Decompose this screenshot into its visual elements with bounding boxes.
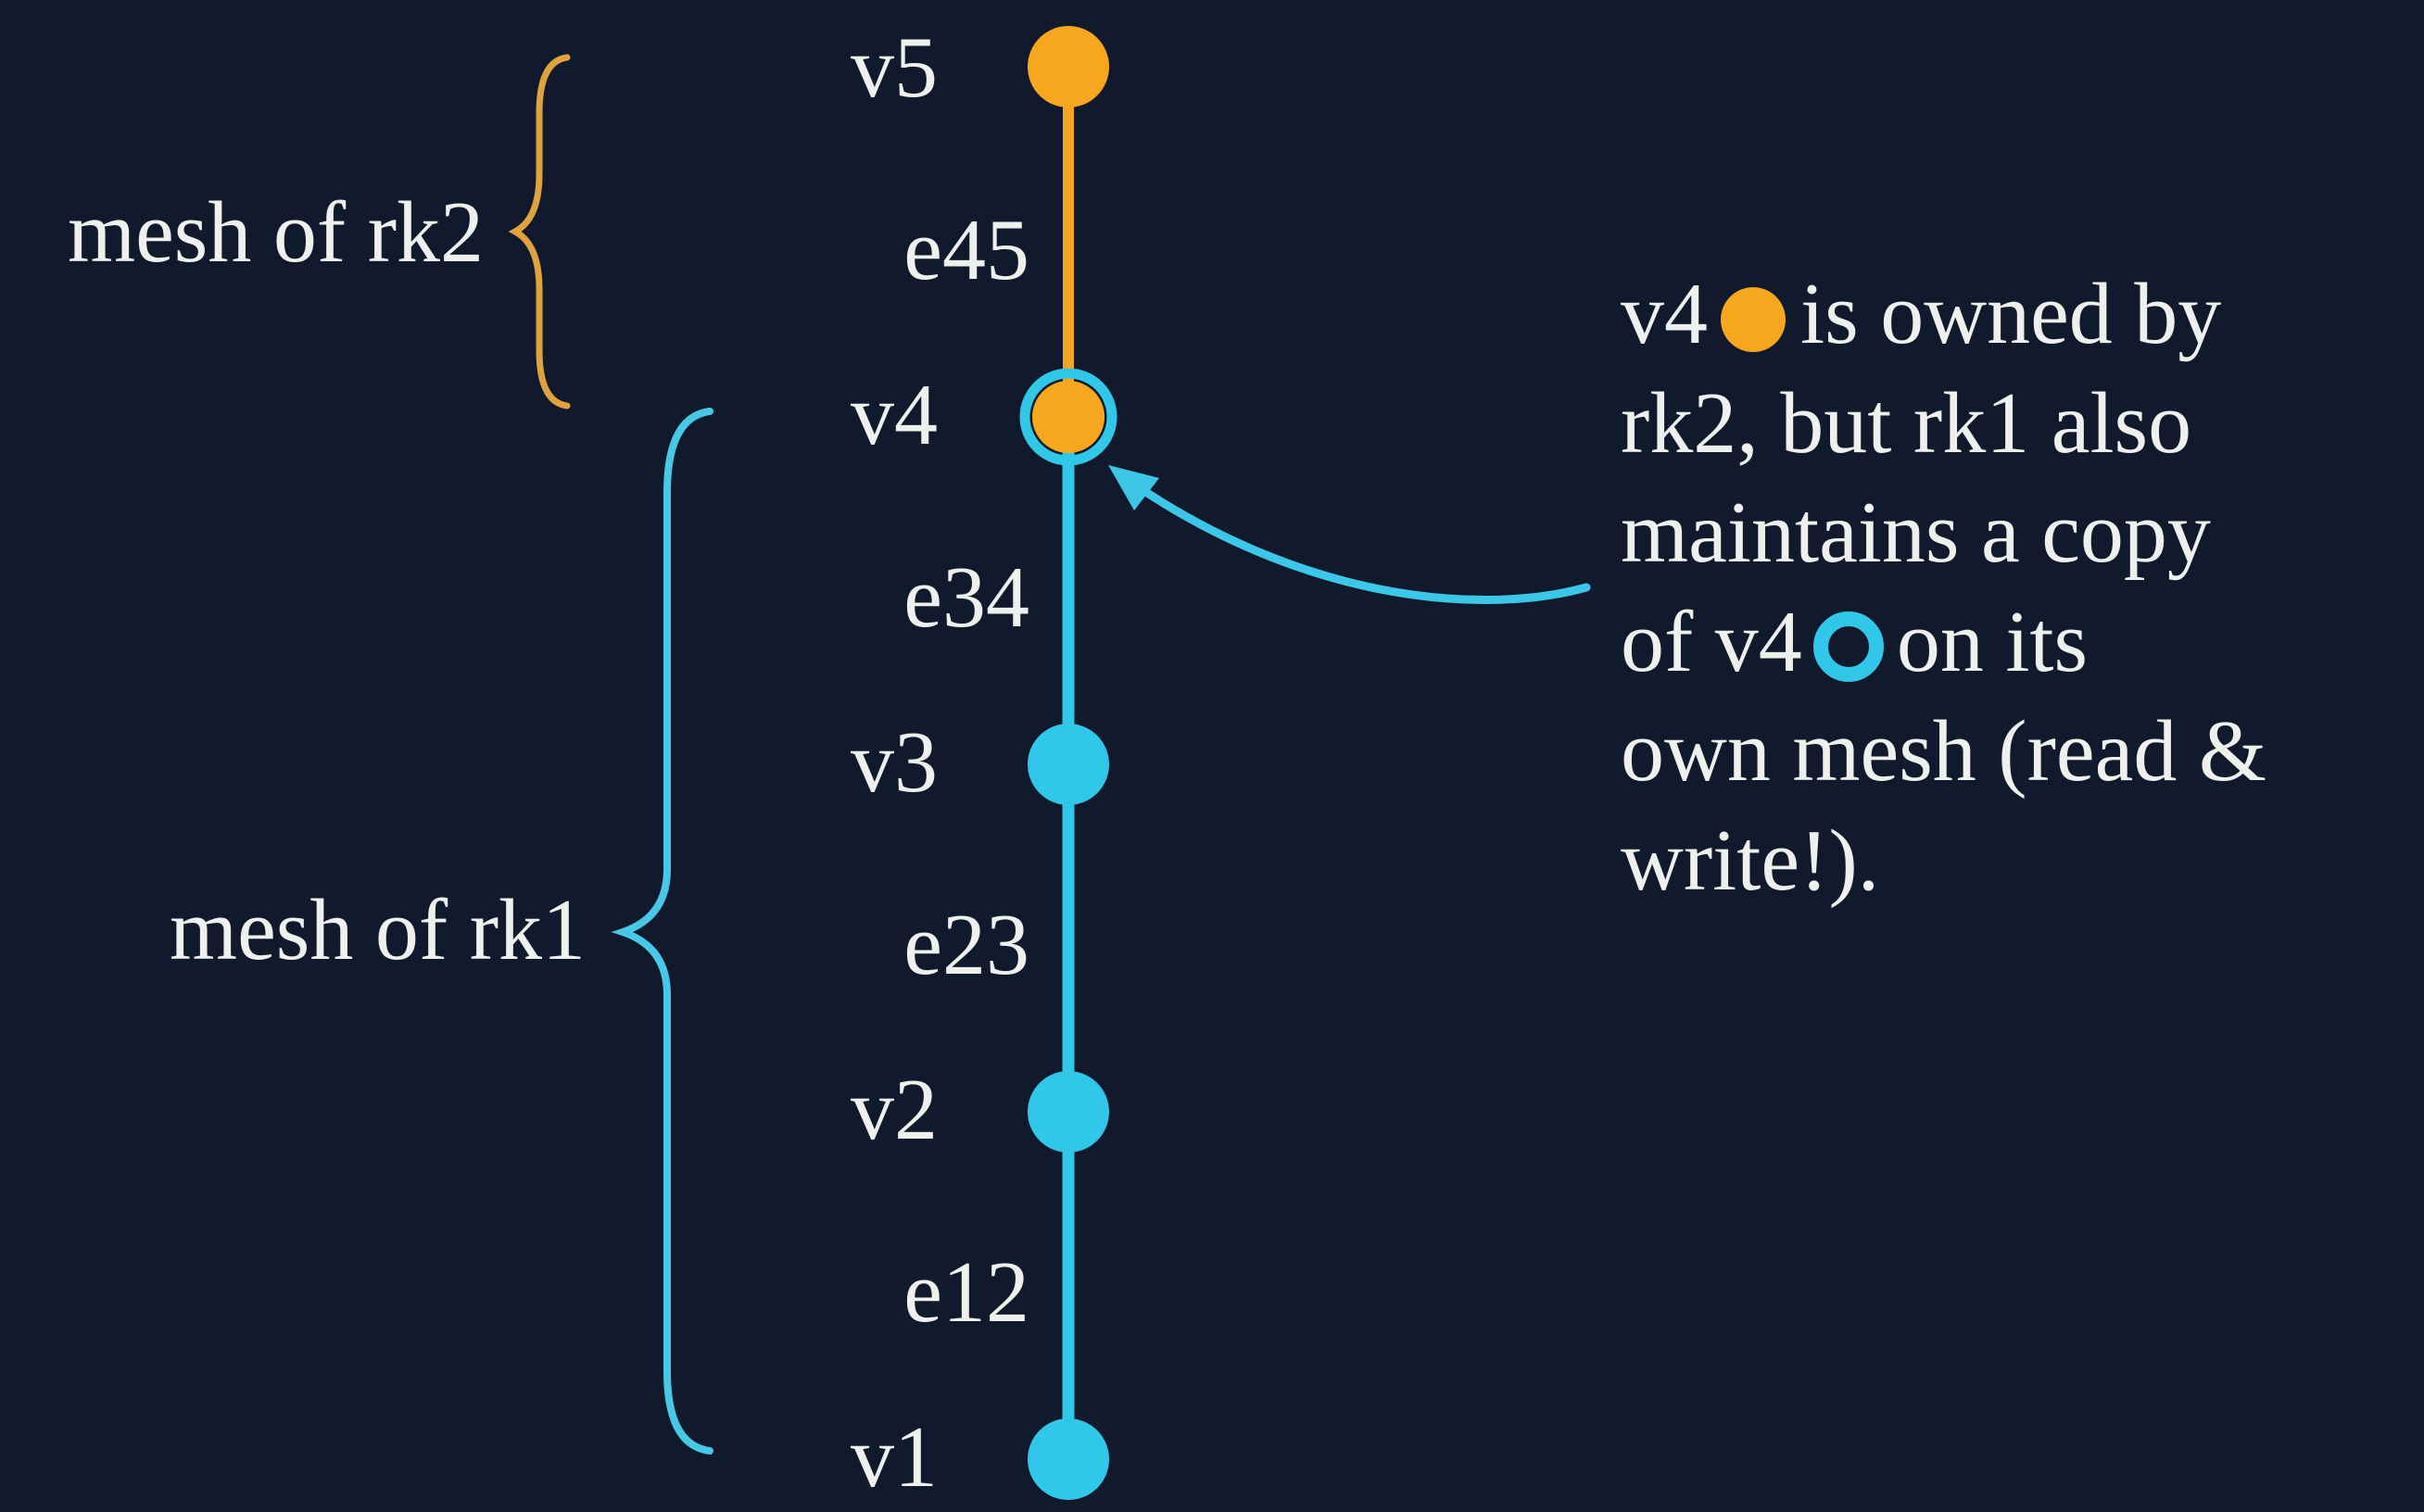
annotation-line-5: own mesh (read & — [1621, 703, 2266, 800]
node-v3-circle — [1028, 724, 1109, 805]
brace-rk2 — [508, 54, 571, 410]
annotation-paragraph: v4 is owned by rk2, but rk1 also maintain… — [1621, 259, 2362, 915]
annotation-line4-pre: of v4 — [1621, 594, 1802, 690]
mesh-label-rk2: mesh of rk2 — [67, 184, 484, 282]
edge-label-e23: e23 — [903, 897, 1029, 994]
edge-label-e34: e34 — [903, 549, 1029, 647]
annotation-arrow-line — [1143, 488, 1591, 604]
annotation-line-2: rk2, but rk1 also — [1621, 375, 2192, 472]
node-label-v4: v4 — [851, 367, 938, 464]
edge-label-e12: e12 — [903, 1244, 1029, 1342]
annotation-line1-pre: v4 — [1621, 266, 1708, 362]
annotation-line-6: write!). — [1621, 813, 1880, 909]
node-v4-circle — [1032, 381, 1105, 453]
node-v2-circle — [1028, 1071, 1109, 1153]
mesh-label-rk1: mesh of rk1 — [169, 882, 586, 979]
edge-label-e45: e45 — [903, 202, 1029, 299]
node-v4-ring — [1019, 368, 1117, 466]
node-v1-circle — [1028, 1418, 1109, 1500]
node-v5-circle — [1028, 26, 1109, 107]
annotation-line-1: v4 is owned by — [1621, 259, 2362, 369]
copy-node-icon — [1812, 611, 1884, 682]
node-label-v5: v5 — [851, 19, 938, 117]
annotation-line4-post: on its — [1896, 594, 2089, 690]
annotation-line-4: of v4 on its — [1621, 587, 2362, 697]
annotation-arrowhead — [1108, 465, 1159, 510]
owned-node-icon — [1721, 287, 1786, 352]
node-label-v3: v3 — [851, 714, 938, 812]
annotation-line1-post: is owned by — [1800, 266, 2222, 362]
brace-rk1 — [611, 408, 713, 1455]
node-label-v2: v2 — [851, 1062, 938, 1159]
node-label-v1: v1 — [851, 1409, 938, 1506]
annotation-line-3: maintains a copy — [1621, 485, 2211, 581]
